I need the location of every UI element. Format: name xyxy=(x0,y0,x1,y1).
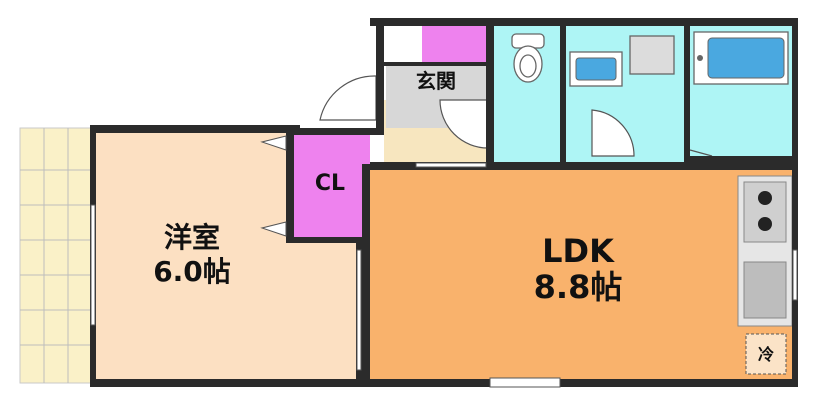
entrance-label: 玄関 xyxy=(416,69,456,93)
closet xyxy=(292,135,370,239)
windows xyxy=(90,162,798,388)
closet-label: CL xyxy=(315,171,345,196)
western-room-size: 6.0帖 xyxy=(153,255,231,288)
fridge-label: 冷 xyxy=(758,345,774,364)
ldk-room-name: LDK xyxy=(542,232,615,270)
western-room-name: 洋室 xyxy=(164,221,220,254)
balcony xyxy=(19,127,93,384)
toilet-icon xyxy=(511,33,545,83)
ldk-room-size: 8.8帖 xyxy=(534,268,623,306)
door-swings xyxy=(319,75,713,157)
ldk-room xyxy=(370,168,794,380)
fridge-space xyxy=(745,333,787,375)
kitchen-counter xyxy=(737,175,793,327)
washbasin-icon xyxy=(569,35,675,87)
entrance-shelf xyxy=(422,26,486,66)
bathtub-icon xyxy=(693,31,789,85)
closet-door-markers xyxy=(260,135,287,237)
